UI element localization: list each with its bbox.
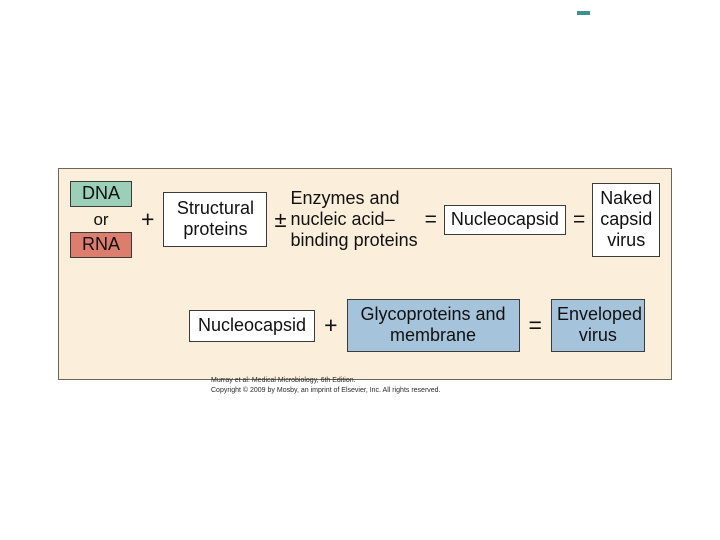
virus-assembly-figure-panel: DNA or RNA + Structural proteins ± Enzym… [58, 168, 672, 380]
glycoproteins-line1: Glycoproteins and [360, 304, 506, 324]
dna-box: DNA [70, 181, 132, 207]
attribution-copyright-line: Copyright © 2009 by Mosby, an imprint of… [211, 387, 441, 394]
enveloped-virus-line2: virus [578, 325, 617, 345]
attribution-source-line: Murray et al: Medical Microbiology, 6th … [211, 377, 356, 384]
glycoproteins-and-membrane-box: Glycoproteins and membrane [346, 299, 520, 352]
attribution-block: Murray et al: Medical Microbiology, 6th … [211, 376, 441, 396]
naked-capsid-equation-row: DNA or RNA + Structural proteins ± Enzym… [70, 181, 661, 258]
plus-minus-operator: ± [274, 206, 287, 232]
enzymes-line2: nucleic acid– [290, 209, 395, 229]
nucleocapsid-box-row1: Nucleocapsid [443, 204, 566, 235]
glycoproteins-line2: membrane [389, 325, 477, 345]
structural-proteins-box: Structural proteins [163, 192, 268, 247]
naked-capsid-line3: virus [607, 229, 646, 250]
equals-operator-row2: = [528, 312, 542, 338]
enzymes-line3: binding proteins [290, 230, 418, 250]
enveloped-virus-line1: Enveloped [556, 304, 643, 324]
equals-operator-row1-second: = [572, 208, 586, 231]
nucleocapsid-box-row2: Nucleocapsid [189, 309, 316, 342]
structural-proteins-line2: proteins [183, 219, 248, 239]
naked-capsid-virus-box: Naked capsid virus [592, 182, 661, 257]
enzymes-and-nucleic-acid-binding-proteins-term: Enzymes and nucleic acid– binding protei… [291, 188, 418, 251]
structural-proteins-line1: Structural [176, 198, 254, 218]
nucleic-acid-term: DNA or RNA [70, 181, 132, 258]
enveloped-virus-box: Enveloped virus [550, 299, 645, 352]
rna-box: RNA [70, 232, 132, 258]
enveloped-virus-equation-row: Nucleocapsid + Glycoproteins and membran… [189, 299, 645, 352]
slide-top-marker [577, 11, 590, 15]
naked-capsid-line1: Naked [600, 187, 653, 208]
enzymes-line1: Enzymes and [290, 188, 400, 208]
or-label: or [93, 210, 109, 229]
plus-operator-row2: + [324, 312, 338, 338]
equals-operator-row1-first: = [424, 208, 437, 231]
plus-operator-row1: + [141, 206, 155, 232]
naked-capsid-line2: capsid [600, 208, 653, 229]
